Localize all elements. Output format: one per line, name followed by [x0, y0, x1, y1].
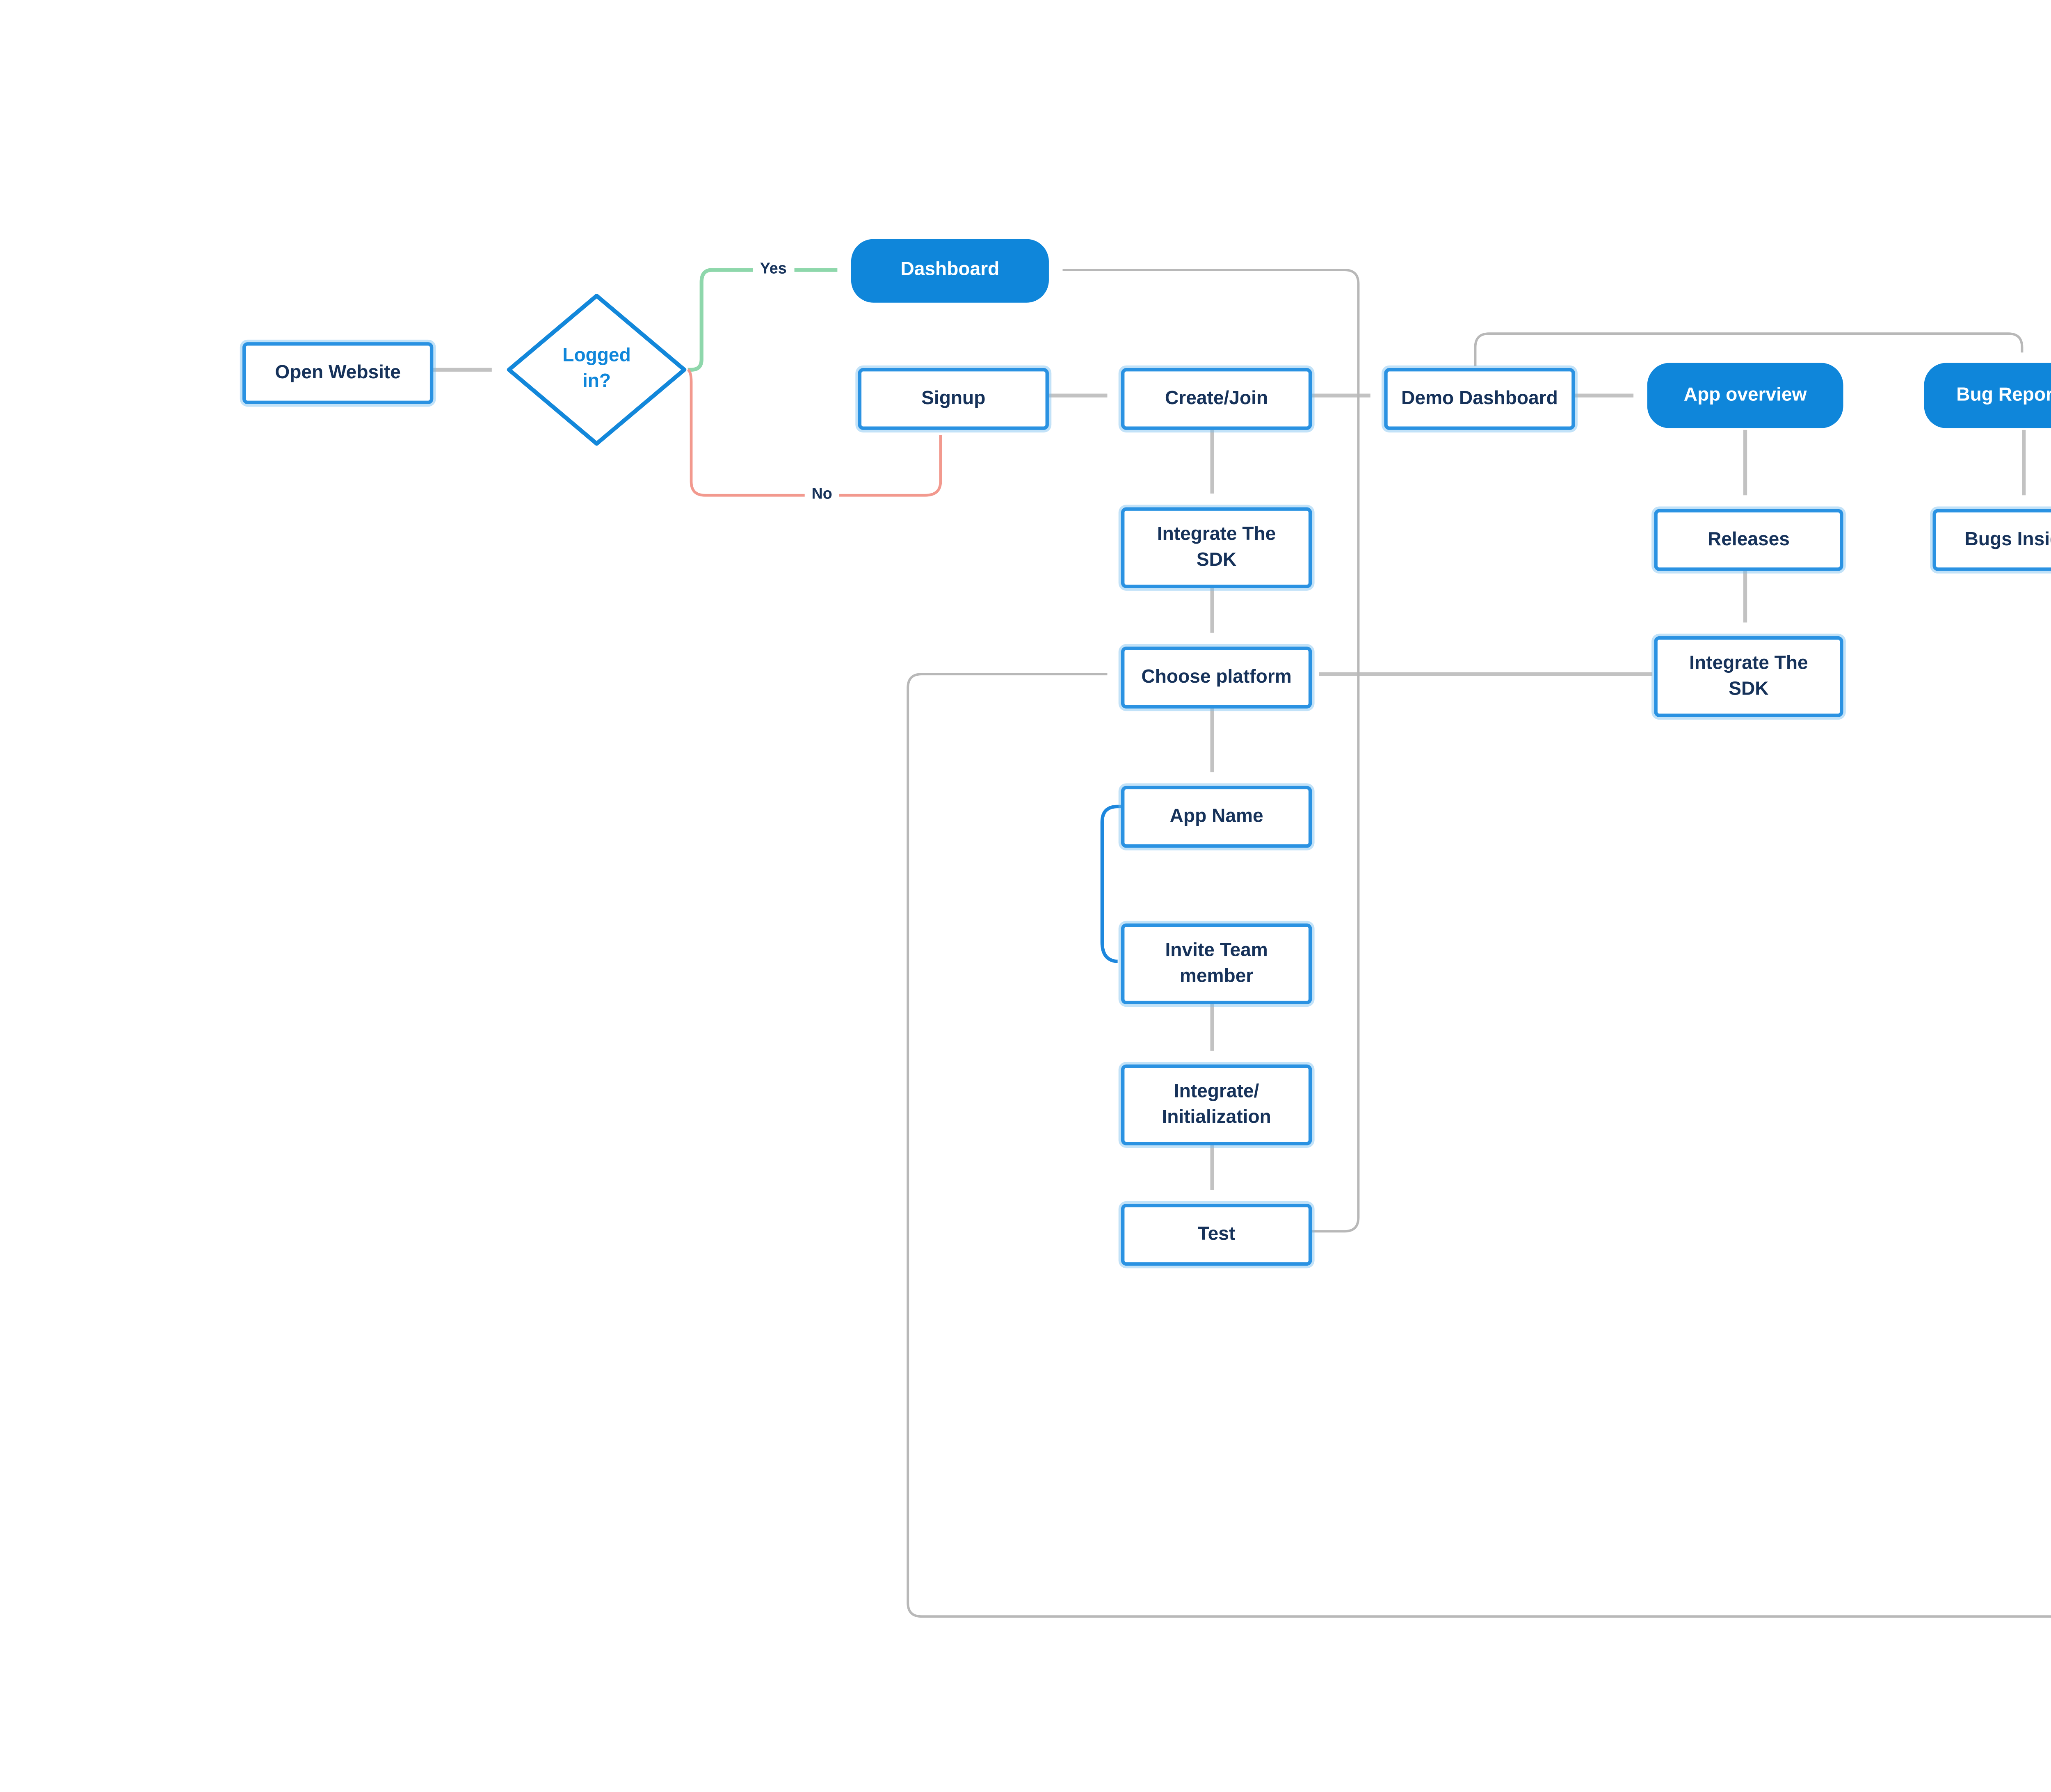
- node-releases: Releases: [1654, 509, 1843, 571]
- node-signup: Signup: [858, 368, 1049, 430]
- node-label: Integrate The SDK: [1157, 524, 1276, 570]
- node-label: Open Website: [275, 362, 401, 383]
- node-app-overview: App overview: [1647, 363, 1843, 428]
- node-label: Invite Team member: [1165, 940, 1268, 986]
- node-demo-dashboard: Demo Dashboard: [1384, 368, 1575, 430]
- node-choose-platform: Choose platform: [1121, 647, 1312, 709]
- node-logged-in: Logged in?: [505, 293, 687, 447]
- node-open-website: Open Website: [242, 342, 434, 405]
- node-label: App overview: [1683, 384, 1807, 406]
- node-label: App Name: [1169, 806, 1263, 827]
- node-label: Test: [1197, 1224, 1236, 1245]
- node-label: Choose platform: [1141, 667, 1292, 688]
- node-label: Integrate/ Initialization: [1162, 1081, 1271, 1127]
- node-label: Logged in?: [562, 346, 631, 392]
- node-label: Integrate The SDK: [1689, 653, 1808, 699]
- node-integrate-sdk-app: Integrate The SDK: [1654, 636, 1843, 717]
- node-label: Releases: [1707, 529, 1790, 550]
- node-label: Bug Reporting: [1956, 384, 2051, 406]
- node-label: Demo Dashboard: [1401, 388, 1558, 409]
- node-app-name: App Name: [1121, 786, 1312, 848]
- node-bug-reporting: Bug Reporting: [1924, 363, 2051, 428]
- node-label: Dashboard: [900, 260, 1000, 281]
- node-bugs-insights: Bugs Insights: [1932, 509, 2051, 571]
- node-label: Signup: [921, 388, 986, 409]
- node-integrate-sdk-onboarding: Integrate The SDK: [1121, 507, 1312, 588]
- node-test: Test: [1121, 1204, 1312, 1266]
- node-invite-team-member: Invite Team member: [1121, 923, 1312, 1004]
- diamond-shape: [507, 293, 687, 446]
- edge-label-yes: Yes: [753, 258, 794, 281]
- node-integrate-initialization: Integrate/ Initialization: [1121, 1064, 1312, 1145]
- edge-label-no: No: [804, 483, 839, 506]
- node-label: Create/Join: [1165, 388, 1268, 409]
- node-create-join: Create/Join: [1121, 368, 1312, 430]
- node-label: Bugs Insights: [1964, 529, 2051, 550]
- node-dashboard: Dashboard: [851, 239, 1049, 303]
